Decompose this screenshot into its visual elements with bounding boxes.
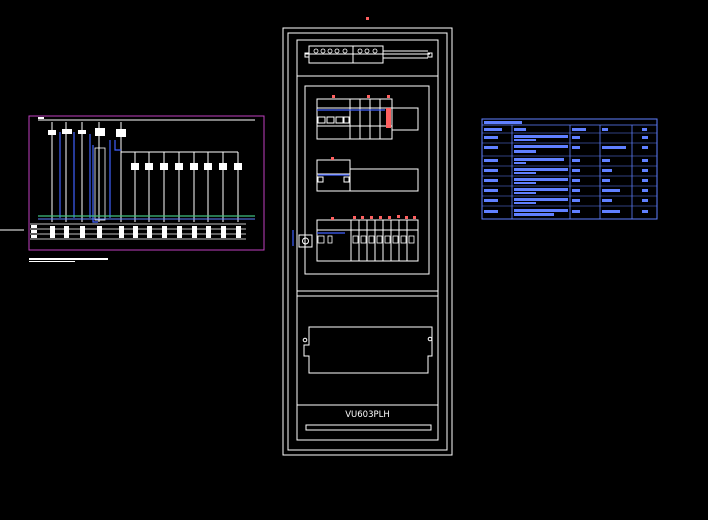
schematic-caption-bar-2 (29, 261, 75, 262)
parts-table-title-bar (484, 121, 522, 124)
parts-table (481, 118, 658, 220)
parts-table-border (481, 118, 658, 220)
breaker-handles (317, 235, 415, 244)
breaker-mounting-plate (304, 85, 430, 275)
door-lock-icon (302, 237, 309, 245)
cabinet-outer-frame (282, 27, 453, 456)
blue-wiring (292, 109, 385, 246)
bus-box (94, 147, 106, 221)
terminal-labels (31, 225, 241, 238)
cabinet-door-frame (296, 39, 439, 441)
single-line-schematic (0, 115, 265, 262)
incoming-feeders (51, 122, 122, 222)
breaker-group-1 (316, 98, 393, 140)
schematic-border (28, 115, 265, 251)
lower-compartment-cover (303, 326, 433, 374)
branch-breaker-symbols (131, 163, 242, 170)
door-handle (298, 234, 313, 248)
cabinet-inner-frame (287, 32, 448, 451)
schematic-caption-bar (29, 258, 108, 260)
nameplate-bar (305, 424, 432, 431)
cabinet-model-label: VU603PLH (345, 410, 390, 420)
feeder-breaker-symbols (48, 128, 126, 137)
branch-circuits (134, 152, 239, 222)
blue-bus-lines (59, 132, 121, 223)
parts-table-rows (482, 132, 657, 207)
cabinet-elevation (282, 27, 453, 456)
parts-table-columns (511, 125, 633, 219)
schematic-title-mark (38, 117, 44, 119)
parts-table-text-marks (484, 128, 648, 216)
terminal-circles (313, 48, 378, 54)
red-markers (331, 17, 416, 220)
